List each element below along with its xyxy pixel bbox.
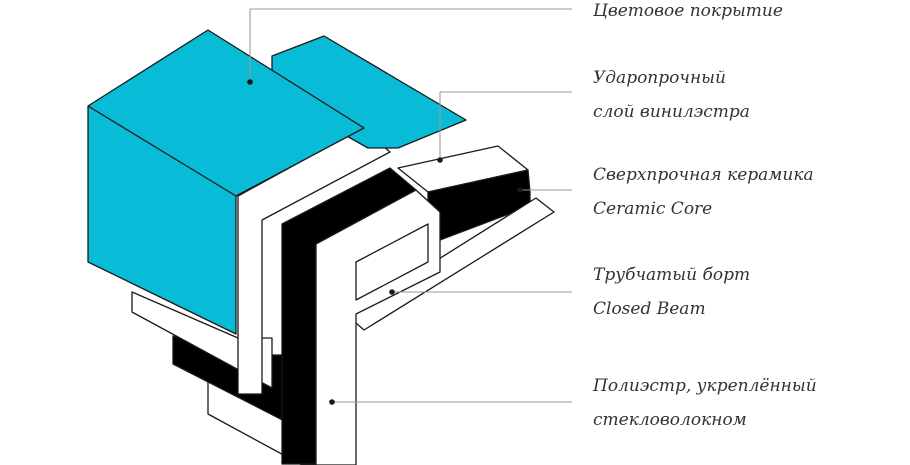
leader-dot-fiberglass [329, 399, 335, 405]
leader-dot-ceramic [517, 187, 523, 193]
leader-dot-closed-beam [389, 289, 395, 295]
label-closed-beam-line-1: Трубчатый борт [593, 265, 751, 285]
leader-dot-coating [247, 79, 253, 85]
label-colour-coating: Цветовое покрытие [593, 0, 783, 28]
closed-beam-hollow [355, 223, 429, 301]
label-vinylester-layer: Ударопрочный слой винилэстра [593, 61, 750, 129]
label-fiberglass-polyester: Полиэстр, укреплённый стекловолокном [593, 369, 817, 437]
label-vinylester-layer-line-1: Ударопрочный [593, 68, 726, 88]
label-closed-beam: Трубчатый борт Closed Beam [593, 258, 750, 326]
label-vinylester-layer-line-2: слой винилэстра [593, 102, 750, 122]
leader-line-vinylester [439, 91, 572, 160]
closed-beam-plate [347, 197, 555, 331]
label-fiberglass-polyester-line-2: стекловолокном [593, 410, 747, 430]
leader-dot-vinylester [437, 157, 443, 163]
label-ceramic-core: Сверхпрочная керамика Ceramic Core [593, 158, 814, 226]
label-colour-coating-line-1: Цветовое покрытие [593, 1, 783, 21]
label-ceramic-core-line-1: Сверхпрочная керамика [593, 165, 814, 185]
leader-line-coating [249, 8, 572, 82]
label-closed-beam-line-2: Closed Beam [593, 299, 706, 319]
label-ceramic-core-line-2: Ceramic Core [593, 199, 713, 219]
coating-edge [87, 105, 237, 197]
vinylester-wrap [131, 291, 273, 389]
label-fiberglass-polyester-line-1: Полиэстр, укреплённый [593, 376, 817, 396]
